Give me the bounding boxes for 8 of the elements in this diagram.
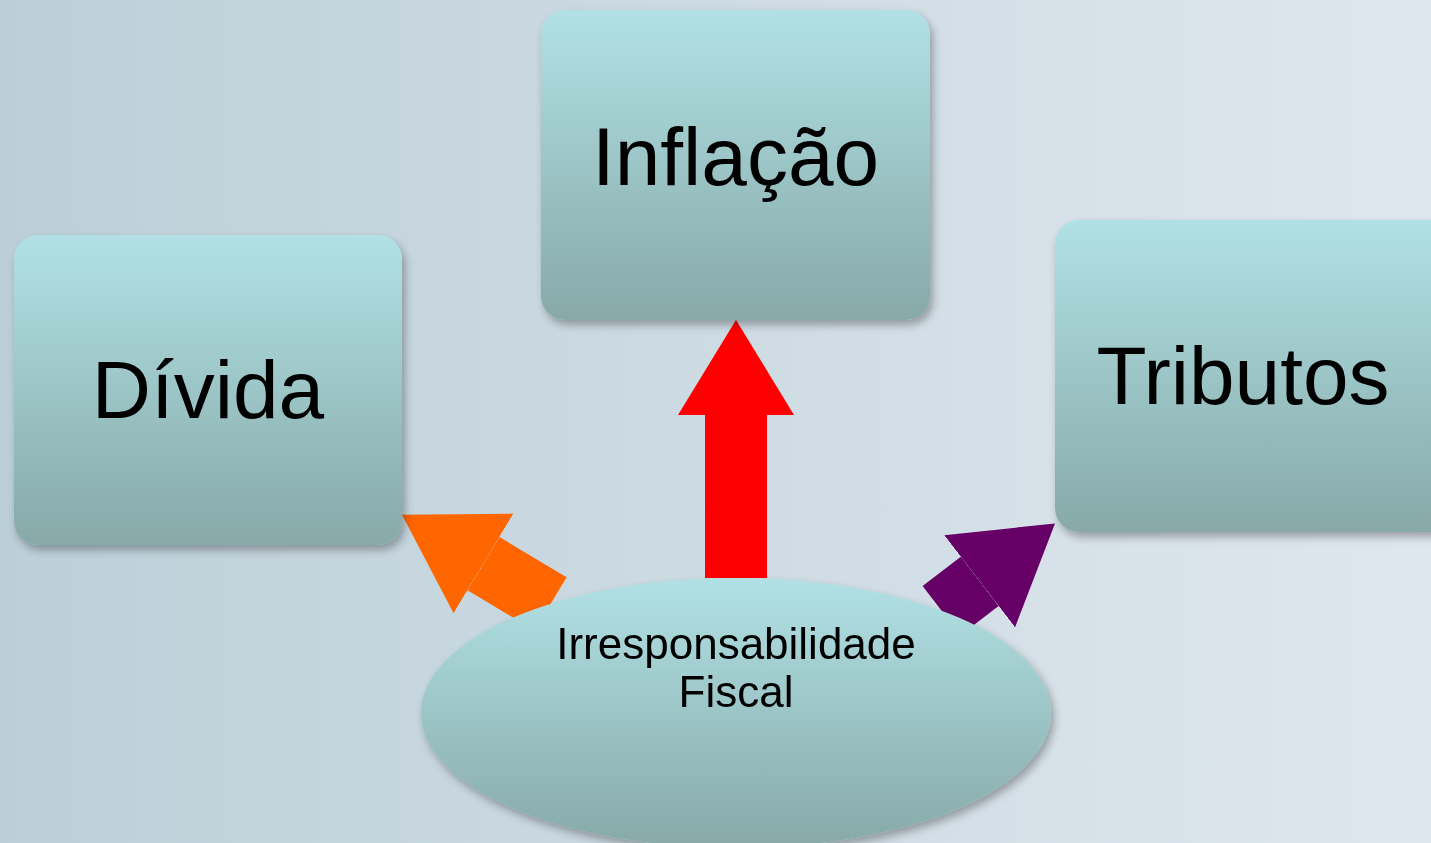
rounded-box	[1055, 220, 1431, 532]
rounded-box	[14, 235, 402, 545]
node-label: Inflação	[591, 111, 880, 203]
rounded-box	[541, 10, 930, 320]
node-label: Dívida	[91, 344, 325, 436]
node-label: Irresponsabilidade Fiscal	[555, 619, 917, 717]
block-arrow	[678, 320, 794, 578]
node-label: Tributos	[1096, 330, 1390, 422]
